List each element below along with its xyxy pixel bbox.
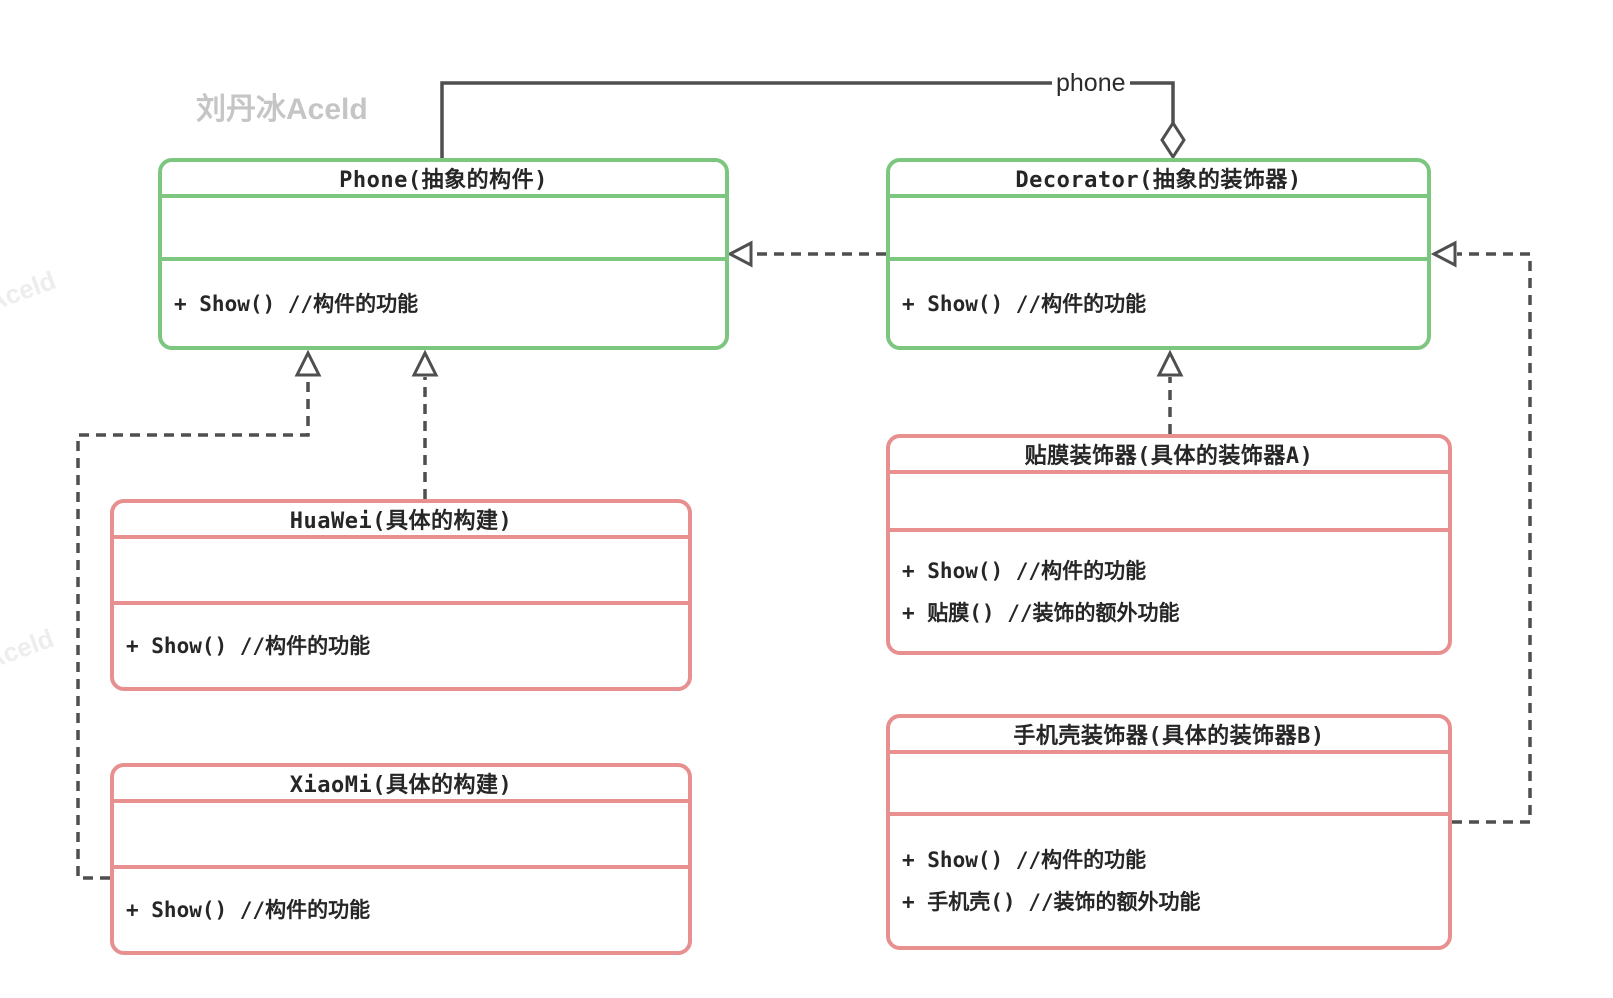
method-line: + Show() //构件的功能 — [126, 634, 371, 658]
class-methods: + Show() //构件的功能 + 手机壳() //装饰的额外功能 — [890, 812, 1448, 946]
method-line: + Show() //构件的功能 — [902, 558, 1147, 583]
class-fields-empty — [890, 750, 1448, 812]
method-line: + 手机壳() //装饰的额外功能 — [902, 890, 1201, 914]
method-line: + Show() //构件的功能 — [174, 291, 419, 316]
class-methods: + Show() //构件的功能 — [114, 601, 688, 687]
class-fields-empty — [890, 470, 1448, 528]
triangle-up-icon — [411, 349, 439, 377]
class-title: Phone(抽象的构件) — [339, 168, 548, 193]
class-title: Decorator(抽象的装饰器) — [1015, 168, 1302, 193]
class-fields-empty — [890, 194, 1427, 257]
case-to-decorator-line — [1452, 252, 1532, 824]
triangle-left-icon — [726, 240, 753, 268]
class-title: 手机壳装饰器(具体的装饰器B) — [1013, 724, 1325, 749]
class-case-decorator: 手机壳装饰器(具体的装饰器B) + Show() //构件的功能 + 手机壳()… — [886, 714, 1452, 950]
aggregation-diamond-icon — [1160, 120, 1186, 160]
triangle-left-icon — [1430, 240, 1457, 268]
class-fields-empty — [162, 194, 725, 257]
method-line: + Show() //构件的功能 — [902, 848, 1147, 872]
xiaomi-to-phone-line — [76, 377, 310, 880]
class-methods: + Show() //构件的功能 — [162, 257, 725, 346]
method-line: + Show() //构件的功能 — [126, 898, 371, 922]
watermark-author: 刘丹冰Aceld — [196, 93, 368, 126]
triangle-up-icon — [294, 349, 322, 377]
class-methods: + Show() //构件的功能 — [114, 865, 688, 951]
class-title: XiaoMi(具体的构建) — [289, 773, 513, 798]
class-title: 贴膜装饰器(具体的装饰器A) — [1024, 444, 1314, 469]
class-huawei: HuaWei(具体的构建) + Show() //构件的功能 — [110, 499, 692, 691]
method-line: + 贴膜() //装饰的额外功能 — [902, 600, 1180, 625]
triangle-up-icon — [1156, 349, 1184, 377]
class-fields-empty — [114, 535, 688, 601]
class-decorator: Decorator(抽象的装饰器) + Show() //构件的功能 — [886, 158, 1431, 350]
class-fields-empty — [114, 799, 688, 865]
aggregation-label: phone — [1052, 69, 1130, 97]
class-phone: Phone(抽象的构件) + Show() //构件的功能 — [158, 158, 729, 350]
class-methods: + Show() //构件的功能 + 贴膜() //装饰的额外功能 — [890, 528, 1448, 651]
class-methods: + Show() //构件的功能 — [890, 257, 1427, 346]
class-title: HuaWei(具体的构建) — [289, 509, 513, 534]
class-film-decorator: 贴膜装饰器(具体的装饰器A) + Show() //构件的功能 + 贴膜() /… — [886, 434, 1452, 655]
class-xiaomi: XiaoMi(具体的构建) + Show() //构件的功能 — [110, 763, 692, 955]
method-line: + Show() //构件的功能 — [902, 291, 1147, 316]
aggregation-line — [440, 81, 1175, 158]
